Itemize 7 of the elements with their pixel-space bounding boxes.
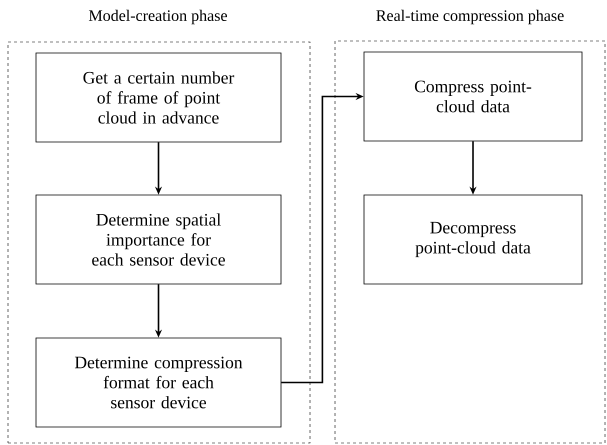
node-label: Real-time compression phase xyxy=(376,10,564,24)
process-box: Determine compression format for each sensor device xyxy=(36,338,282,428)
process-box: Compress point-cloud data xyxy=(364,52,582,142)
process-box: Decompress point-cloud data xyxy=(364,194,582,284)
node-label: Model-creation phase xyxy=(88,10,227,24)
process-box: Get a certain number of frame of point cloud in advance xyxy=(36,52,282,142)
process-box: Determine spatial importance for each sensor device xyxy=(36,194,282,284)
